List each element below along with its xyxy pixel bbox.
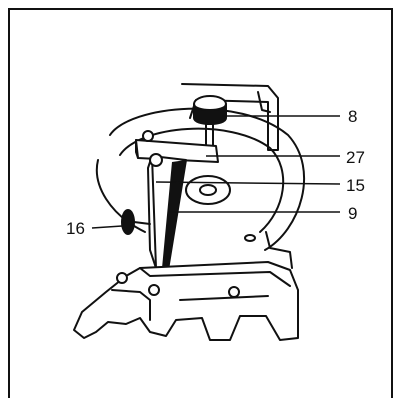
hub-center (199, 184, 217, 196)
base-lower-rib (179, 295, 269, 301)
support-column (265, 231, 293, 269)
callout-15: 15 (346, 176, 365, 195)
clamp-knob-body (193, 103, 227, 125)
base-casting (73, 261, 299, 341)
fence-shadow (162, 160, 186, 270)
fence-pin (149, 153, 163, 167)
column-hole (244, 234, 256, 242)
figure-frame (8, 8, 393, 398)
clamp-arm-side (135, 139, 139, 159)
arm-screw (142, 130, 154, 142)
leader-lines (91, 115, 341, 229)
base-top-edge (139, 267, 291, 287)
base-rib (111, 289, 151, 321)
base-hole-left (148, 284, 160, 296)
leader-15 (155, 181, 341, 185)
callout-8: 8 (348, 107, 357, 126)
blade-outer-arc (109, 107, 305, 251)
base-pin (116, 272, 128, 284)
callout-16: 16 (66, 219, 85, 238)
blade-lower-arc (95, 159, 146, 233)
callout-27: 27 (346, 148, 365, 167)
callout-9: 9 (348, 204, 357, 223)
rear-guard-edge (257, 91, 271, 113)
adjuster-knob (121, 209, 135, 235)
adjuster-shaft (133, 221, 151, 225)
hub-ring (185, 175, 231, 205)
leader-16 (91, 225, 123, 229)
